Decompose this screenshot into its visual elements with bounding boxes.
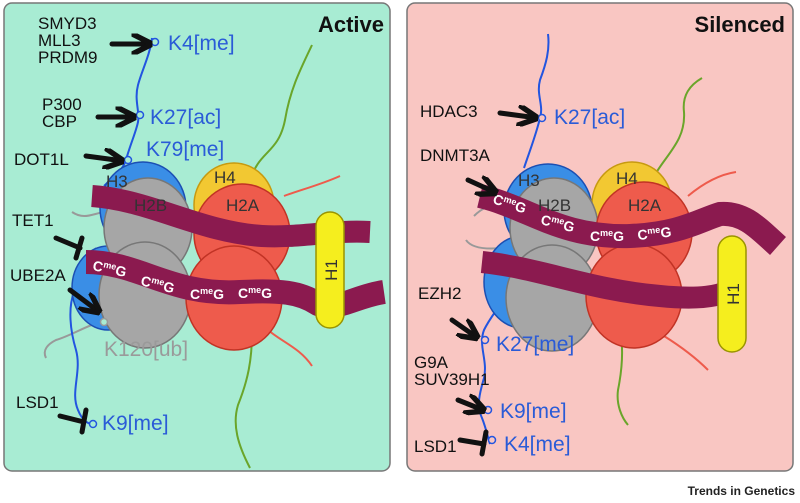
enzyme-cbp: CBP bbox=[42, 112, 77, 131]
mod-label-k4me: K4[me] bbox=[504, 433, 571, 456]
cmeg-mark: CmeG bbox=[238, 285, 272, 301]
cmeg-mark: CmeG bbox=[91, 257, 128, 280]
cmeg-mark: CmeG bbox=[590, 228, 624, 244]
enzyme-p300: P300 bbox=[42, 95, 82, 114]
mod-label-k79me: K79[me] bbox=[146, 138, 224, 161]
mod-site bbox=[480, 335, 490, 345]
mod-label-k9me: K9[me] bbox=[102, 412, 169, 435]
arrow-icon bbox=[449, 317, 472, 334]
cmeg-mark: CmeG bbox=[139, 272, 176, 296]
enzyme-suv39h1: SUV39H1 bbox=[414, 370, 490, 389]
enzyme-mll3: MLL3 bbox=[38, 31, 81, 50]
cmeg-mark: CmeG bbox=[190, 286, 224, 302]
enzyme-prdm9: PRDM9 bbox=[38, 48, 98, 67]
mod-label-k9me: K9[me] bbox=[500, 400, 567, 423]
h1-label: H1 bbox=[322, 259, 341, 281]
h4-label: H4 bbox=[616, 169, 638, 188]
histone-h1 bbox=[717, 235, 747, 353]
arrow-icon bbox=[497, 113, 530, 117]
mod-site bbox=[487, 435, 497, 445]
h2a-label: H2A bbox=[628, 196, 662, 215]
inhibit-icon bbox=[457, 429, 489, 457]
mod-label-k27ac: K27[ac] bbox=[554, 106, 625, 129]
dna-upper bbox=[476, 184, 787, 255]
enzyme-dot1l: DOT1L bbox=[14, 150, 69, 169]
background-tails bbox=[43, 44, 341, 469]
enzyme-hdac3: HDAC3 bbox=[420, 102, 478, 121]
mod-site bbox=[150, 37, 160, 47]
h3-label: H3 bbox=[518, 171, 540, 190]
mod-site bbox=[123, 155, 133, 165]
cmeg-mark: CmeG bbox=[637, 224, 673, 243]
enzyme-ube2a: UBE2A bbox=[10, 266, 66, 285]
enzyme-tet1: TET1 bbox=[12, 211, 54, 230]
h2a-label: H2A bbox=[226, 196, 260, 215]
arrow-icon bbox=[455, 400, 478, 408]
h4-label: H4 bbox=[214, 168, 236, 187]
silenced-panel-title: Silenced bbox=[695, 12, 785, 37]
arrow-icon bbox=[67, 287, 94, 308]
arrows bbox=[449, 113, 530, 408]
arrows bbox=[67, 44, 144, 308]
mod-label-k120ub: K120[ub] bbox=[104, 338, 188, 361]
mod-site bbox=[99, 317, 109, 327]
enzyme-smyd3: SMYD3 bbox=[38, 14, 97, 33]
mod-site bbox=[135, 110, 145, 120]
methylation-marks: CmeG CmeG CmeG CmeG bbox=[491, 191, 672, 244]
enzyme-lsd1: LSD1 bbox=[16, 393, 59, 412]
mod-label-k27ac: K27[ac] bbox=[150, 106, 221, 129]
h3-tail bbox=[477, 33, 550, 445]
active-panel-title: Active bbox=[318, 12, 384, 37]
enzyme-g9a: G9A bbox=[414, 353, 449, 372]
active-panel: Active H1 H3 H4 H2B H2A bbox=[3, 2, 391, 472]
inhibit-icon bbox=[53, 235, 85, 261]
inhibitors bbox=[457, 429, 489, 457]
h2b-label: H2B bbox=[538, 196, 571, 215]
h1-label: H1 bbox=[724, 283, 743, 305]
silenced-panel: Silenced H1 H3 H4 H2B H2A bbox=[406, 2, 794, 472]
h3-label: H3 bbox=[106, 172, 128, 191]
mod-label-k4me: K4[me] bbox=[168, 32, 235, 55]
histone-h1 bbox=[315, 211, 345, 329]
arrow-icon bbox=[83, 156, 116, 160]
inhibitors bbox=[53, 235, 89, 435]
arrow-icon bbox=[465, 180, 490, 190]
enzyme-dnmt3a: DNMT3A bbox=[420, 146, 491, 165]
inhibit-icon bbox=[57, 407, 89, 435]
enzyme-lsd1: LSD1 bbox=[414, 437, 457, 456]
journal-footer: Trends in Genetics bbox=[688, 484, 796, 498]
mod-label-k27me: K27[me] bbox=[496, 333, 574, 356]
mod-site bbox=[537, 113, 547, 123]
methylation-marks: CmeG CmeG CmeG CmeG bbox=[91, 257, 272, 302]
mod-site bbox=[483, 405, 493, 415]
dna-lower bbox=[480, 251, 736, 309]
h2b-label: H2B bbox=[134, 196, 167, 215]
enzyme-ezh2: EZH2 bbox=[418, 284, 461, 303]
cmeg-mark: CmeG bbox=[539, 211, 576, 235]
mod-site bbox=[88, 419, 98, 429]
